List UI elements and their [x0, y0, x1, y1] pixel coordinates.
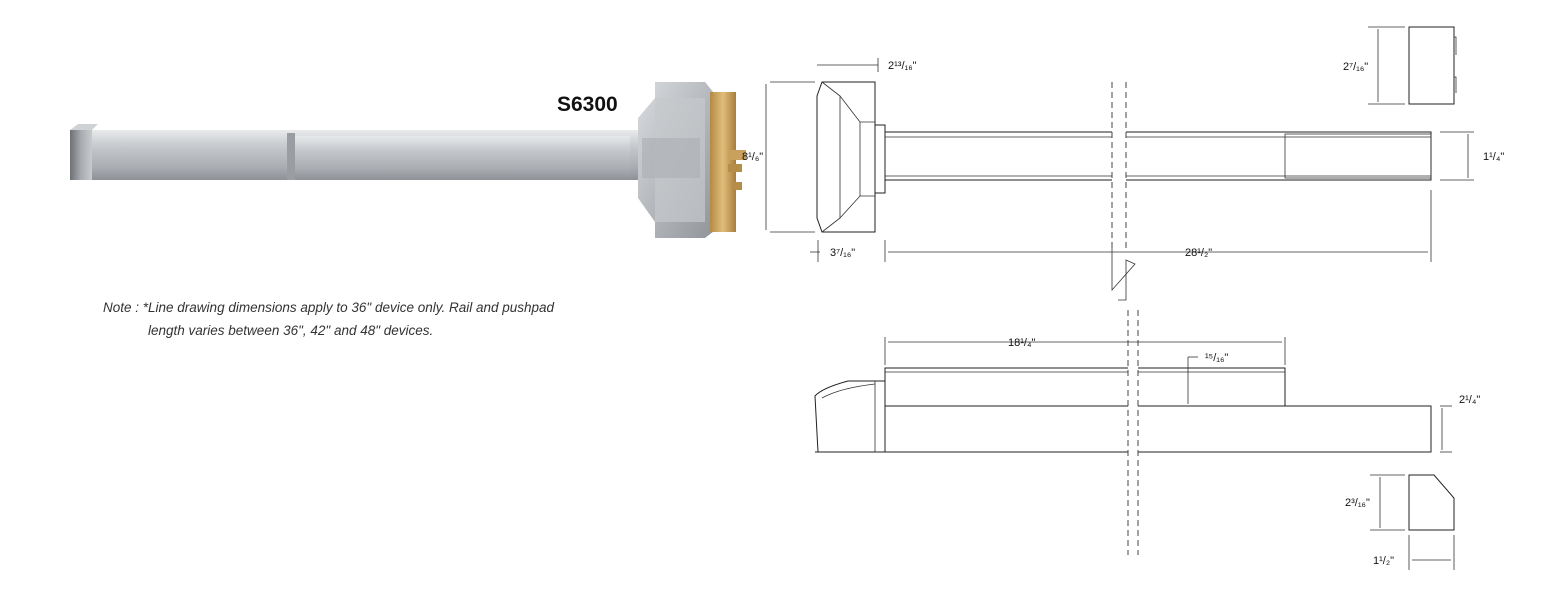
front-view: 2¹³/₁₆" 8¹/₆" 3⁷/₁₆" 28¹/₂" 1¹/₄" 2⁷/₁₆" — [742, 26, 1504, 301]
dim-end-cap-height: 2⁷/₁₆" — [1343, 61, 1368, 73]
side-view: 18¹/₄" ¹⁵/₁₆" 2¹/₄" 2³/₁₆" 1¹/₂" — [814, 310, 1480, 570]
dim-chassis-height: 8¹/₆" — [742, 151, 763, 163]
note-line-2: length varies between 36", 42" and 48" d… — [148, 323, 434, 338]
dim-end-cap-side-width: 1¹/₂" — [1373, 555, 1394, 567]
dim-chassis-width: 3⁷/₁₆" — [830, 247, 855, 259]
dim-pushpad-projection: ¹⁵/₁₆" — [1205, 352, 1228, 364]
dim-chassis-depth: 2¹³/₁₆" — [888, 60, 917, 72]
model-label: S6300 — [557, 93, 618, 116]
mortise-lock-photo — [710, 92, 736, 232]
dimension-note: Note : *Line drawing dimensions apply to… — [103, 296, 554, 342]
end-cap-photo — [70, 130, 92, 180]
dim-end-cap-side-height: 2³/₁₆" — [1345, 497, 1370, 509]
dim-pushpad-length: 18¹/₄" — [1008, 337, 1035, 349]
dim-rail-depth: 2¹/₄" — [1459, 394, 1480, 406]
dim-rail-height: 1¹/₄" — [1483, 151, 1504, 163]
note-line-1: Note : *Line drawing dimensions apply to… — [103, 300, 555, 315]
dim-rail-length: 28¹/₂" — [1185, 247, 1212, 259]
